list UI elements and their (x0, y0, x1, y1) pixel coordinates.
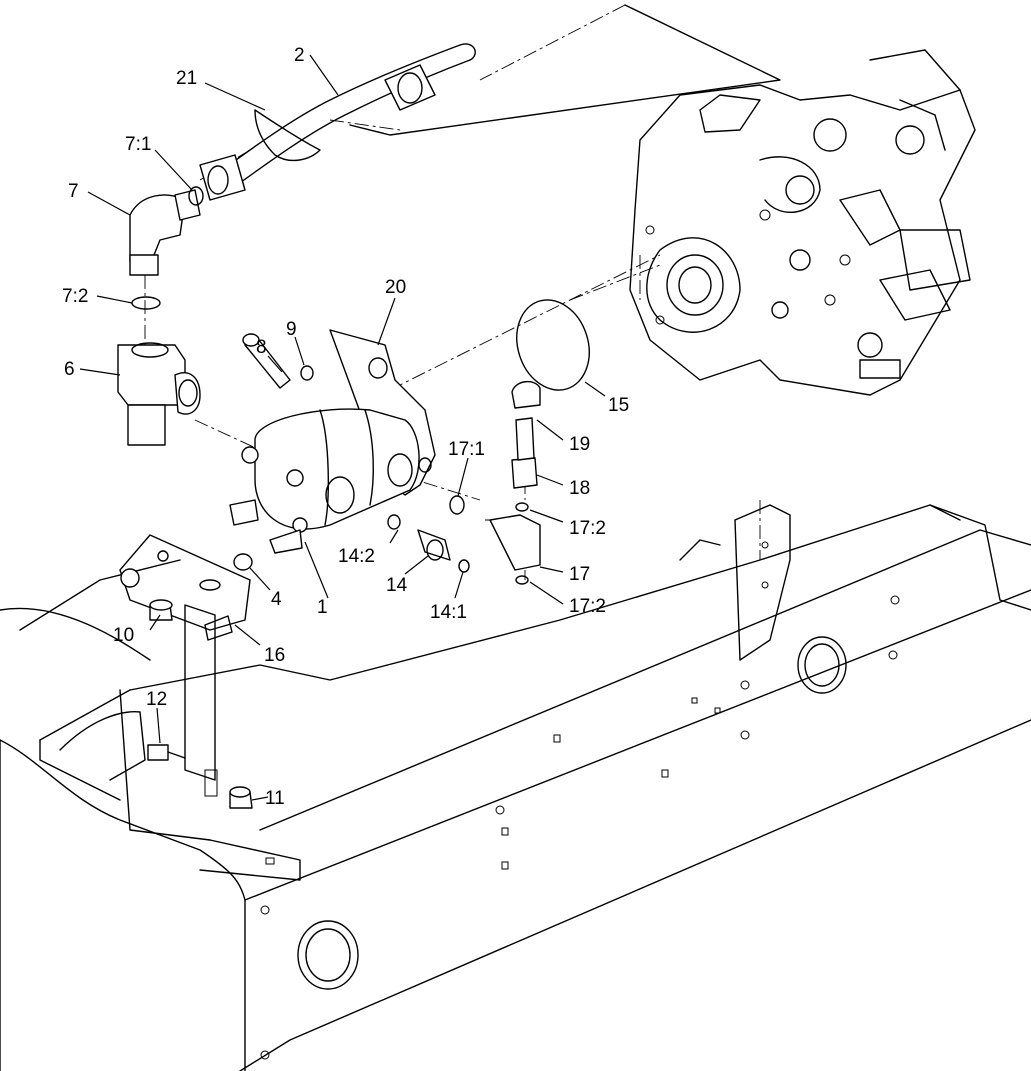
callout-8: 8 (256, 337, 267, 358)
callout-17-2b: 17:2 (569, 596, 606, 617)
tee-fitting (117, 342, 201, 446)
hose-assembly (199, 43, 476, 201)
callout-21: 21 (176, 68, 197, 89)
callout-10: 10 (113, 625, 134, 646)
callout-19: 19 (569, 434, 590, 455)
elbow-fitting (129, 186, 204, 310)
callout-14-1: 14:1 (430, 602, 467, 623)
callout-1: 1 (317, 597, 328, 618)
hydrostatic-pump (349, 4, 976, 396)
callout-14: 14 (386, 575, 408, 596)
callout-17: 17 (569, 564, 590, 585)
callout-7-1: 7:1 (125, 134, 151, 155)
callout-6: 6 (64, 359, 75, 380)
callout-17-1: 17:1 (448, 439, 485, 460)
callout-9: 9 (286, 319, 297, 340)
callout-labels: 1 2 4 6 7 7:1 7:2 8 9 10 11 12 14 14:1 1… (62, 45, 629, 809)
callout-20: 20 (385, 277, 406, 298)
callout-7-2: 7:2 (62, 286, 88, 307)
o-ring-large (516, 299, 590, 391)
callout-16: 16 (264, 645, 285, 666)
leader-lines (79, 54, 606, 801)
callout-17-2a: 17:2 (569, 518, 606, 539)
callout-7: 7 (68, 181, 79, 202)
callout-2: 2 (294, 45, 305, 66)
callout-4: 4 (271, 589, 282, 610)
chassis-frame (0, 504, 1031, 1071)
callout-12: 12 (146, 689, 167, 710)
callout-15: 15 (608, 395, 629, 416)
callout-14-2: 14:2 (338, 546, 375, 567)
mount-bracket (59, 534, 253, 809)
fittings (387, 381, 541, 585)
callout-11: 11 (265, 788, 285, 809)
gear-pump (229, 329, 436, 571)
callout-18: 18 (569, 478, 590, 499)
